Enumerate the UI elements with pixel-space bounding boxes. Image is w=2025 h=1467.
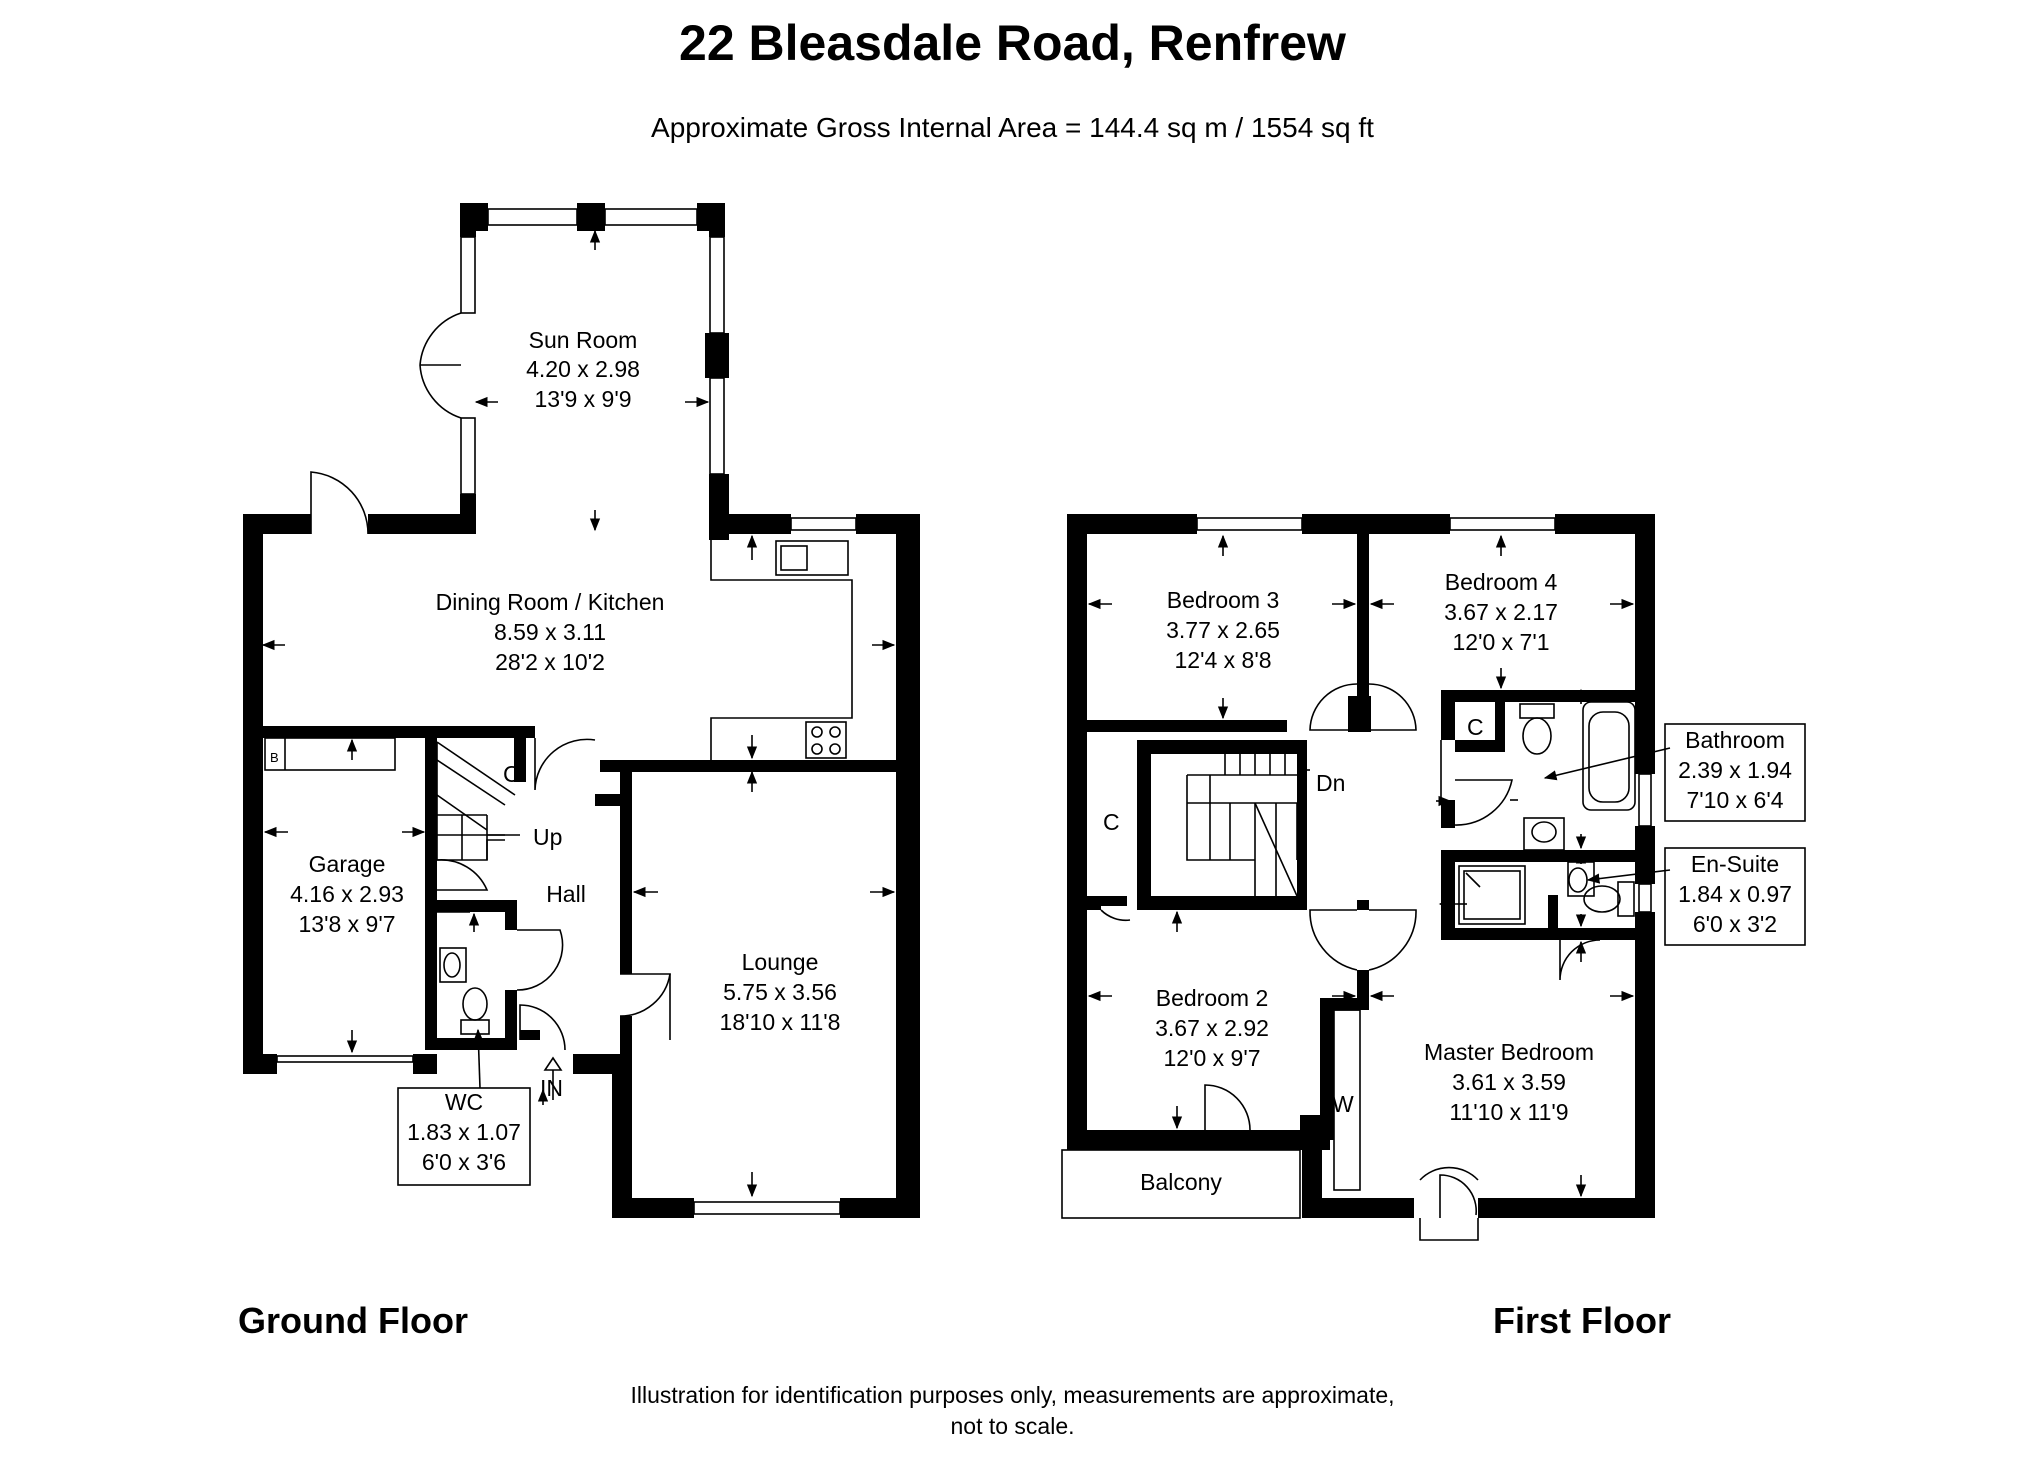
ensuite-imperial: 6'0 x 3'2 (1693, 911, 1777, 937)
bath-cupboard-mark: C (1467, 714, 1484, 740)
bedroom4-imperial: 12'0 x 7'1 (1452, 629, 1549, 655)
ground-dimension-arrows (261, 229, 896, 1198)
wc-fixtures (439, 947, 490, 1035)
bedroom2-name: Bedroom 2 (1156, 985, 1269, 1011)
ensuite-label-box (1664, 847, 1806, 946)
balcony-outline (1061, 1149, 1301, 1219)
ground-outer-walls (243, 471, 920, 1218)
first-doors (1100, 683, 1601, 1241)
ground-cupboard-mark: C (503, 761, 520, 787)
wardrobe (1320, 1009, 1361, 1191)
ensuite-metric: 1.84 x 0.97 (1678, 881, 1792, 907)
bathroom-imperial: 7'10 x 6'4 (1686, 787, 1783, 813)
sun-room-imperial: 13'9 x 9'9 (534, 386, 631, 412)
lounge-imperial: 18'10 x 11'8 (720, 1009, 841, 1035)
bedroom3-metric: 3.77 x 2.65 (1166, 617, 1280, 643)
bedroom2-imperial: 12'0 x 9'7 (1163, 1045, 1260, 1071)
garage-metric: 4.16 x 2.93 (290, 881, 404, 907)
dining-name: Dining Room / Kitchen (436, 589, 665, 615)
ensuite-fixtures (1458, 861, 1635, 925)
balcony-name: Balcony (1140, 1169, 1222, 1195)
bathroom-fixtures (1510, 701, 1636, 851)
toilet-icon (460, 987, 490, 1035)
disclaimer-line-1: Illustration for identification purposes… (630, 1382, 1395, 1408)
stairs-up-mark: Up (533, 824, 562, 850)
bedroom3-imperial: 12'4 x 8'8 (1174, 647, 1271, 673)
master-bedroom-metric: 3.61 x 3.59 (1452, 1069, 1566, 1095)
bathroom-metric: 2.39 x 1.94 (1678, 757, 1792, 783)
first-floor-plan: Bedroom 3 3.77 x 2.65 12'4 x 8'8 Bedroom… (1061, 514, 1806, 1241)
first-dimension-arrows (1087, 534, 1671, 1198)
sun-room-walls (419, 203, 729, 540)
wardrobe-mark: W (1332, 1091, 1354, 1117)
bathroom-name: Bathroom (1685, 727, 1785, 753)
kitchen-units (710, 534, 853, 760)
disclaimer-line-2: not to scale. (950, 1413, 1075, 1439)
gross-area: Approximate Gross Internal Area = 144.4 … (651, 112, 1374, 143)
sun-room-name: Sun Room (529, 327, 638, 353)
lounge-name: Lounge (742, 949, 819, 975)
wc-metric: 1.83 x 1.07 (407, 1119, 521, 1145)
basin-icon (1523, 817, 1565, 851)
bedroom4-name: Bedroom 4 (1445, 569, 1558, 595)
first-cupboard-mark: C (1103, 809, 1120, 835)
stairs-down-mark: Dn (1316, 770, 1345, 796)
entrance-mark: IN (540, 1075, 563, 1101)
bedroom3-name: Bedroom 3 (1167, 587, 1280, 613)
garage-imperial: 13'8 x 9'7 (298, 911, 395, 937)
basin-icon (439, 947, 467, 983)
toilet-icon (1519, 703, 1555, 755)
first-floor-label: First Floor (1493, 1300, 1671, 1341)
hall-name: Hall (546, 881, 586, 907)
ground-internal-walls (243, 726, 896, 1074)
lounge-metric: 5.75 x 3.56 (723, 979, 837, 1005)
hob-icon (805, 721, 847, 759)
dining-imperial: 28'2 x 10'2 (495, 649, 605, 675)
first-stairs (1186, 740, 1310, 897)
sun-room-metric: 4.20 x 2.98 (526, 356, 640, 382)
master-bedroom-name: Master Bedroom (1424, 1039, 1594, 1065)
ground-stairs (436, 741, 520, 861)
ground-floor-plan: Sun Room 4.20 x 2.98 13'9 x 9'9 Dining R… (243, 203, 920, 1218)
boiler-mark: B (270, 750, 279, 765)
dining-metric: 8.59 x 3.11 (494, 619, 606, 645)
bedroom4-metric: 3.67 x 2.17 (1444, 599, 1558, 625)
page-title: 22 Bleasdale Road, Renfrew (679, 15, 1346, 71)
disclaimer: Illustration for identification purposes… (0, 1380, 2025, 1442)
toilet-icon (1583, 881, 1635, 917)
shower-icon (1458, 865, 1526, 925)
ground-floor-label: Ground Floor (238, 1300, 468, 1341)
bath-icon (1582, 701, 1636, 811)
ensuite-name: En-Suite (1691, 851, 1779, 877)
wc-imperial: 6'0 x 3'6 (422, 1149, 506, 1175)
ground-doors (264, 737, 671, 1051)
bathroom-label-box (1664, 723, 1806, 822)
bedroom2-metric: 3.67 x 2.92 (1155, 1015, 1269, 1041)
garage-name: Garage (309, 851, 386, 877)
master-bedroom-imperial: 11'10 x 11'9 (1449, 1099, 1568, 1125)
first-outer-walls (1067, 514, 1655, 1218)
wc-name: WC (445, 1089, 483, 1115)
wc-label-box (397, 1087, 531, 1186)
